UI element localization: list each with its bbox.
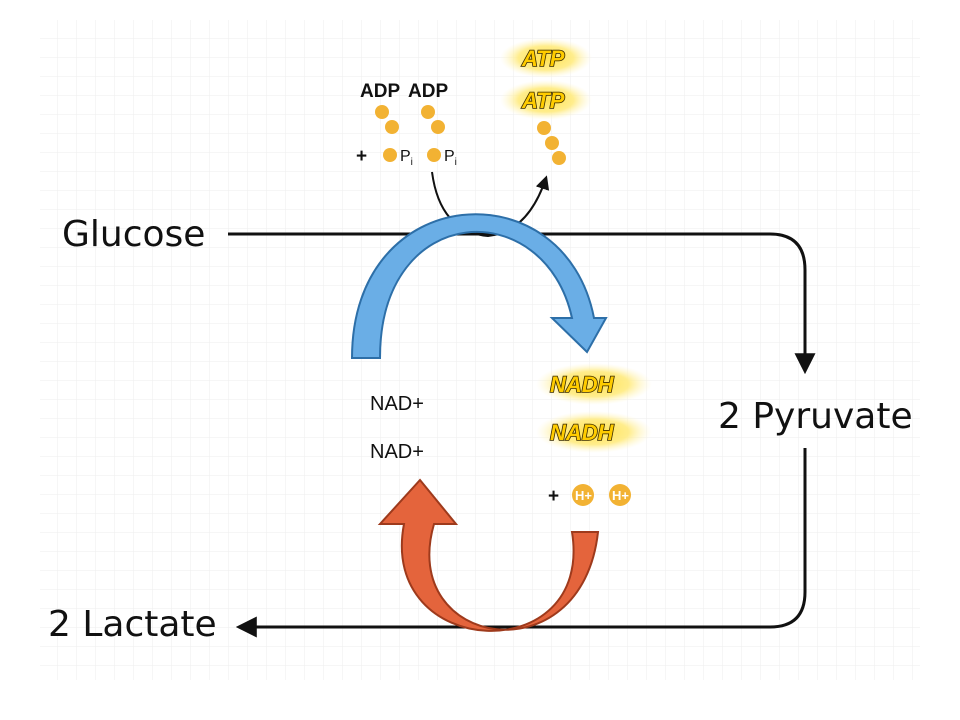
- adp-label-2: ADP: [408, 81, 448, 102]
- h-ion-1: [572, 484, 594, 506]
- plus-sign-h: +: [548, 486, 559, 507]
- h-ion-2: [609, 484, 631, 506]
- atp-label-1: ATP: [521, 46, 565, 71]
- nadh-glow-2: [536, 411, 652, 453]
- nad-to-nadh-arrow: [350, 213, 608, 359]
- nadh-label-2: NADH: [550, 420, 615, 445]
- adp-phosphates-1: [375, 105, 399, 134]
- atp-phosphates: [537, 121, 566, 165]
- pi-label-1: Pi: [400, 148, 413, 168]
- nad-label-1: NAD+: [370, 393, 424, 415]
- background-grid: [40, 20, 920, 680]
- atp-label-2: ATP: [521, 88, 565, 113]
- plus-sign-adp: +: [356, 146, 367, 167]
- atp-glow-1: [500, 38, 592, 78]
- pi-phosphate-2: [427, 148, 441, 162]
- glucose-to-pyruvate-line: [228, 232, 816, 375]
- pyruvate-to-lactate-line: [235, 448, 807, 638]
- pi-phosphate-1: [383, 148, 397, 162]
- adp-to-atp-arrow: [431, 171, 550, 238]
- pyruvate-label: 2 Pyruvate: [718, 396, 913, 437]
- adp-label-1: ADP: [360, 81, 400, 102]
- h-ion-label-2: H+: [612, 488, 629, 503]
- lactate-label: 2 Lactate: [48, 604, 217, 645]
- nadh-glow-1: [536, 363, 652, 405]
- nadh-to-nad-arrow: [377, 478, 600, 632]
- glucose-label: Glucose: [62, 214, 205, 255]
- adp-phosphates-2: [421, 105, 445, 134]
- h-ion-label-1: H+: [575, 488, 592, 503]
- atp-glow-2: [500, 80, 592, 120]
- nad-label-2: NAD+: [370, 441, 424, 463]
- pi-label-2: Pi: [444, 148, 457, 168]
- nadh-label-1: NADH: [550, 372, 615, 397]
